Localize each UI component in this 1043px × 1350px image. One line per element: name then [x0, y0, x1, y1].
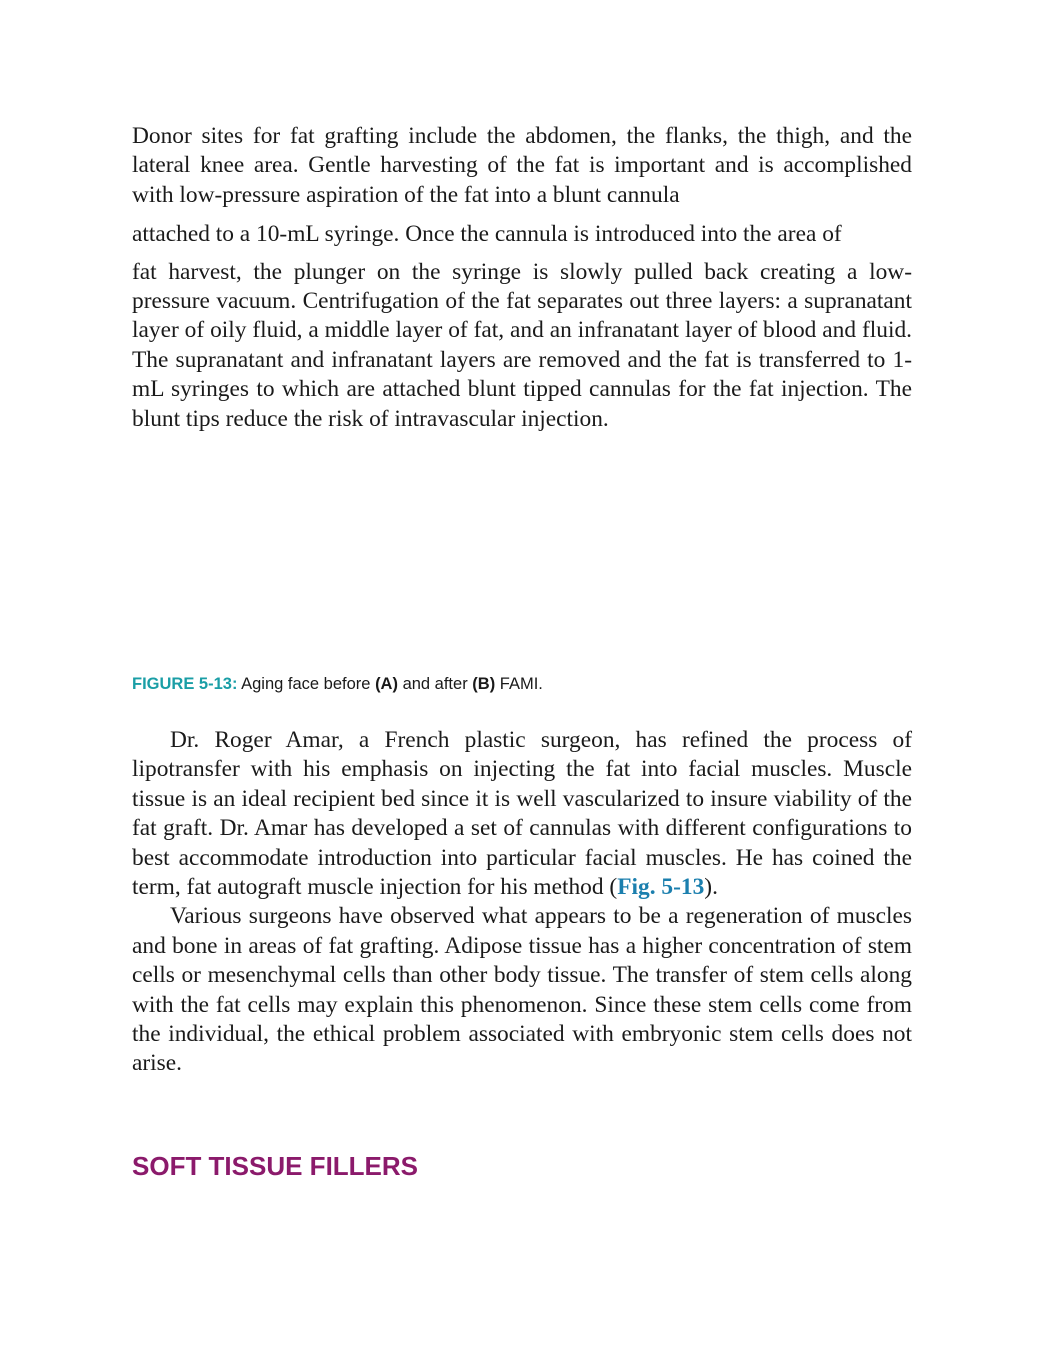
figure-caption: FIGURE 5-13: Aging face before (A) and a…	[132, 674, 543, 694]
paragraph-amar-end: ).	[704, 874, 718, 901]
paragraph-harvest: fat harvest, the plunger on the syringe …	[132, 258, 912, 434]
paragraph-regeneration: Various surgeons have observed what appe…	[132, 902, 912, 1078]
figure-caption-a: (A)	[375, 675, 398, 693]
figure-caption-text-before: Aging face before	[241, 675, 371, 693]
paragraph-amar: Dr. Roger Amar, a French plastic surgeon…	[132, 726, 912, 902]
document-page: Donor sites for fat grafting include the…	[132, 122, 912, 1181]
paragraph-donor-sites-cont: attached to a 10-mL syringe. Once the ca…	[132, 220, 912, 249]
paragraph-amar-text: Dr. Roger Amar, a French plastic surgeon…	[132, 727, 912, 901]
paragraph-donor-sites: Donor sites for fat grafting include the…	[132, 122, 912, 210]
section-heading: SOFT TISSUE FILLERS	[132, 1151, 419, 1181]
figure-caption-b: (B)	[472, 675, 496, 693]
figure-caption-text-middle: and after	[402, 675, 468, 693]
paragraph-donor-sites-part3: fat harvest, the plunger on the syringe …	[132, 258, 912, 432]
paragraph-regeneration-text: Various surgeons have observed what appe…	[132, 903, 912, 1077]
body-text-lower: Dr. Roger Amar, a French plastic surgeon…	[132, 726, 912, 1079]
paragraph-donor-sites-part1: Donor sites for fat grafting include the…	[132, 123, 912, 208]
figure-caption-text-after: FAMI.	[499, 675, 543, 693]
paragraph-donor-sites-part2: attached to a 10-mL syringe. Once the ca…	[132, 221, 842, 248]
figure-caption-label: FIGURE 5-13:	[132, 675, 238, 693]
figure-reference-link[interactable]: Fig. 5-13	[617, 874, 705, 901]
